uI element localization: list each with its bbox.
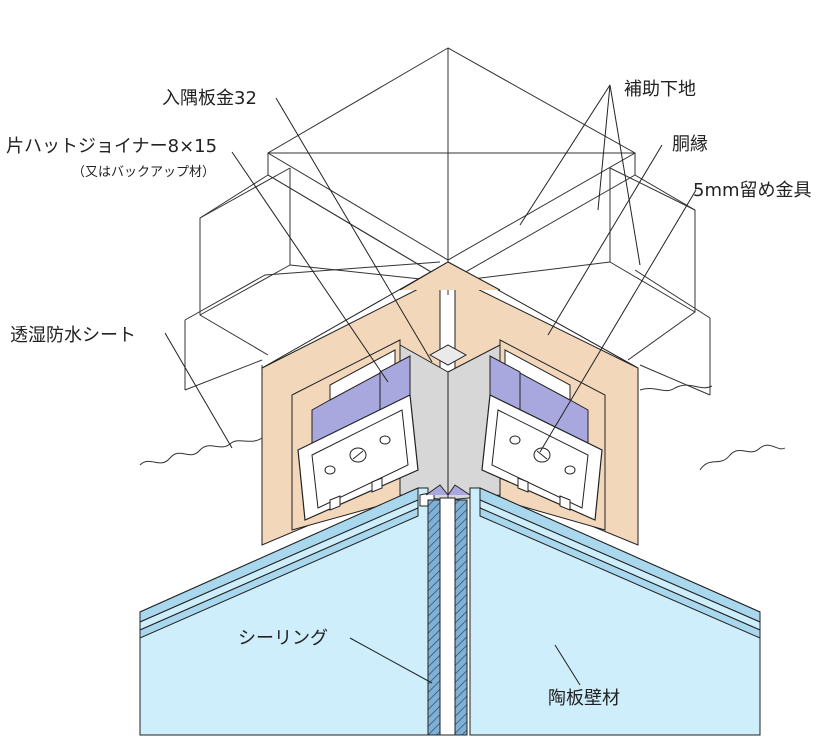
sealant [419, 484, 471, 736]
ceramic-panel-left [139, 487, 429, 736]
leader-lines [164, 84, 697, 686]
label-hat-joiner-note: （又はバックアップ材） [72, 165, 215, 180]
label-inner-corner-flashing: 入隅板金32 [162, 88, 257, 109]
label-furring: 胴縁 [672, 134, 708, 155]
label-hat-joiner: 片ハットジョイナー8×15 [6, 136, 217, 157]
inner-corner-flashing [399, 344, 501, 501]
fastener-right [481, 394, 603, 521]
label-auxiliary-base: 補助下地 [624, 79, 696, 100]
label-fastener: 5mm留め金具 [693, 180, 812, 201]
label-ceramic-wall: 陶板壁材 [548, 688, 620, 709]
fastener-left [297, 394, 419, 521]
label-moisture-sheet: 透湿防水シート [10, 325, 136, 346]
label-sealing: シーリング [238, 628, 328, 649]
ceramic-panel-right [469, 487, 761, 736]
